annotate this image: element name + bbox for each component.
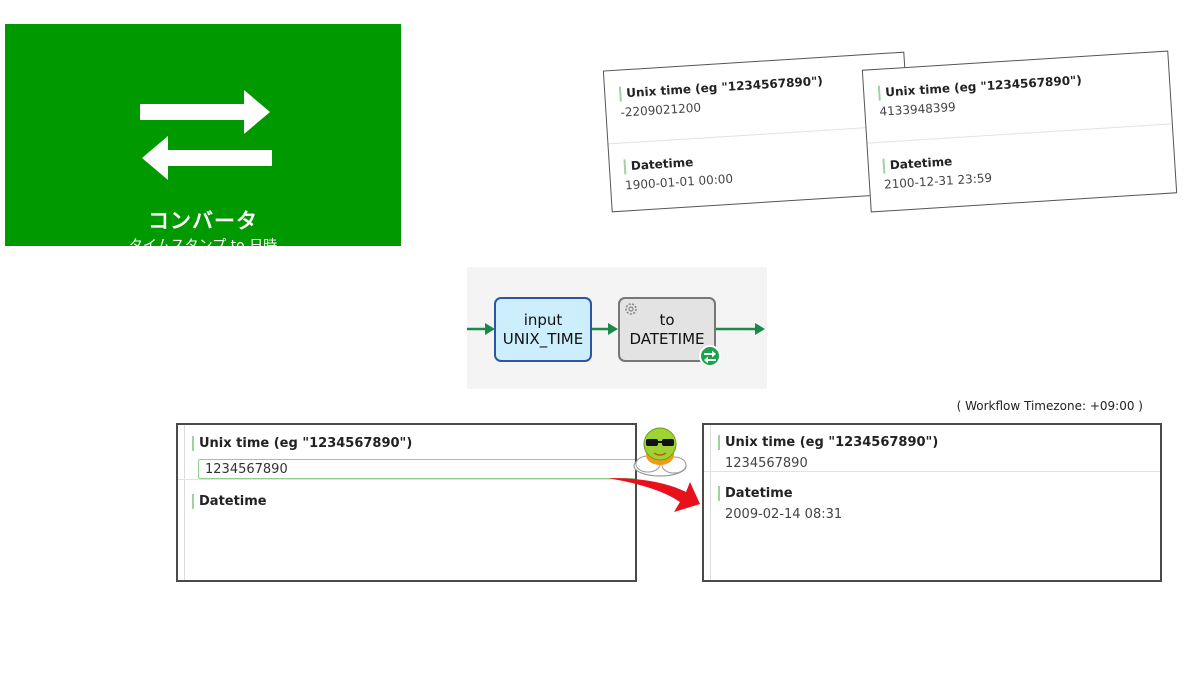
datetime-field: Datetime	[178, 479, 635, 509]
logo-title: コンバータ	[148, 209, 258, 233]
red-arrow-icon	[608, 478, 700, 512]
datetime-label: Datetime	[882, 154, 953, 174]
node-line1: to	[659, 310, 675, 329]
unix-time-field: Unix time (eg "1234567890")	[178, 425, 635, 479]
node-line2: UNIX_TIME	[502, 329, 584, 348]
datetime-label: Datetime	[192, 494, 267, 509]
node-line2: DATETIME	[629, 329, 705, 348]
demo-input-form: Unix time (eg "1234567890") Datetime	[176, 423, 637, 582]
conversion-arrow-mascot	[608, 427, 700, 512]
gear-icon	[625, 303, 637, 315]
datetime-label: Datetime	[623, 155, 694, 175]
logo-subtitle: タイムスタンプ to 日時	[128, 238, 278, 254]
workflow-timezone-note: ( Workflow Timezone: +09:00 )	[956, 399, 1143, 413]
datetime-label: Datetime	[718, 486, 793, 501]
workflow-edges	[467, 323, 765, 335]
swap-arrows-icon	[140, 90, 272, 180]
converter-logo-tile: コンバータ タイムスタンプ to 日時	[5, 24, 401, 254]
workflow-diagram: input UNIX_TIME to DATETIME	[467, 267, 767, 389]
input-unix-time-node[interactable]: input UNIX_TIME	[494, 297, 592, 362]
datetime-value: 2009-02-14 08:31	[725, 507, 843, 522]
converter-badge-icon	[699, 345, 721, 367]
unix-time-label: Unix time (eg "1234567890")	[192, 436, 412, 451]
left-rule	[184, 425, 185, 580]
unix-time-label: Unix time (eg "1234567890")	[718, 435, 938, 450]
demo-output-form: Unix time (eg "1234567890") 1234567890 D…	[702, 423, 1162, 582]
mascot-icon	[633, 427, 687, 477]
sample-card-max: Unix time (eg "1234567890") 4133948399 D…	[861, 50, 1178, 213]
datetime-field: Datetime 2009-02-14 08:31	[704, 471, 1160, 522]
unix-time-field: Unix time (eg "1234567890") 1234567890	[704, 425, 1160, 471]
unix-time-input[interactable]	[198, 459, 635, 479]
node-line1: input	[523, 310, 563, 329]
unix-time-value: 1234567890	[725, 456, 808, 471]
left-rule	[710, 425, 711, 580]
